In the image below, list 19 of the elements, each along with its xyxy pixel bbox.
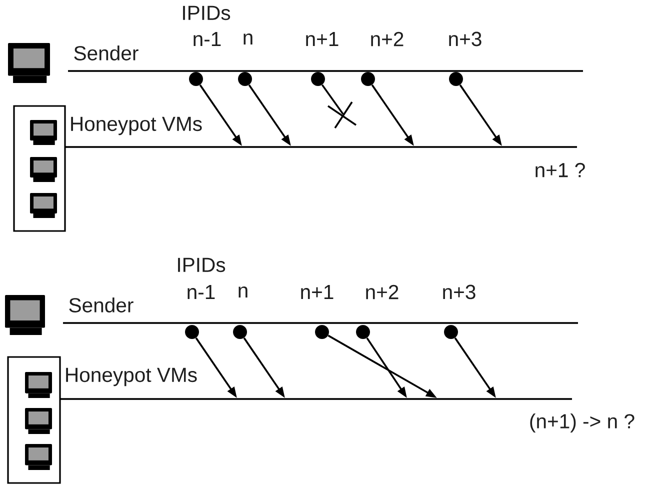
ipid-label: n+2 bbox=[366, 284, 398, 300]
ipid-label: n+3 bbox=[449, 32, 482, 46]
timeline-label: Sender bbox=[74, 46, 138, 60]
line bbox=[321, 84, 344, 115]
ipid-label: n-1 bbox=[188, 285, 215, 299]
ipid-label: n+3 bbox=[443, 284, 476, 300]
ipid-label: n+1 bbox=[306, 32, 338, 46]
ipid-label: n bbox=[238, 286, 248, 298]
question-note: (n+1) -> n ? bbox=[530, 414, 634, 432]
timeline-label: Sender bbox=[69, 298, 134, 312]
ipid-label: n-1 bbox=[194, 32, 221, 46]
timeline-label: Honeypot VMs bbox=[71, 116, 202, 136]
timeline-label: Honeypot VMs bbox=[66, 368, 197, 386]
question-note: n+1 ? bbox=[536, 162, 585, 178]
ipid-label: n bbox=[244, 34, 252, 44]
column-heading: IPIDs bbox=[178, 258, 226, 272]
ipid-label: n+2 bbox=[371, 32, 404, 46]
column-heading: IPIDs bbox=[183, 6, 230, 20]
ipid-label: n+1 bbox=[301, 285, 334, 299]
